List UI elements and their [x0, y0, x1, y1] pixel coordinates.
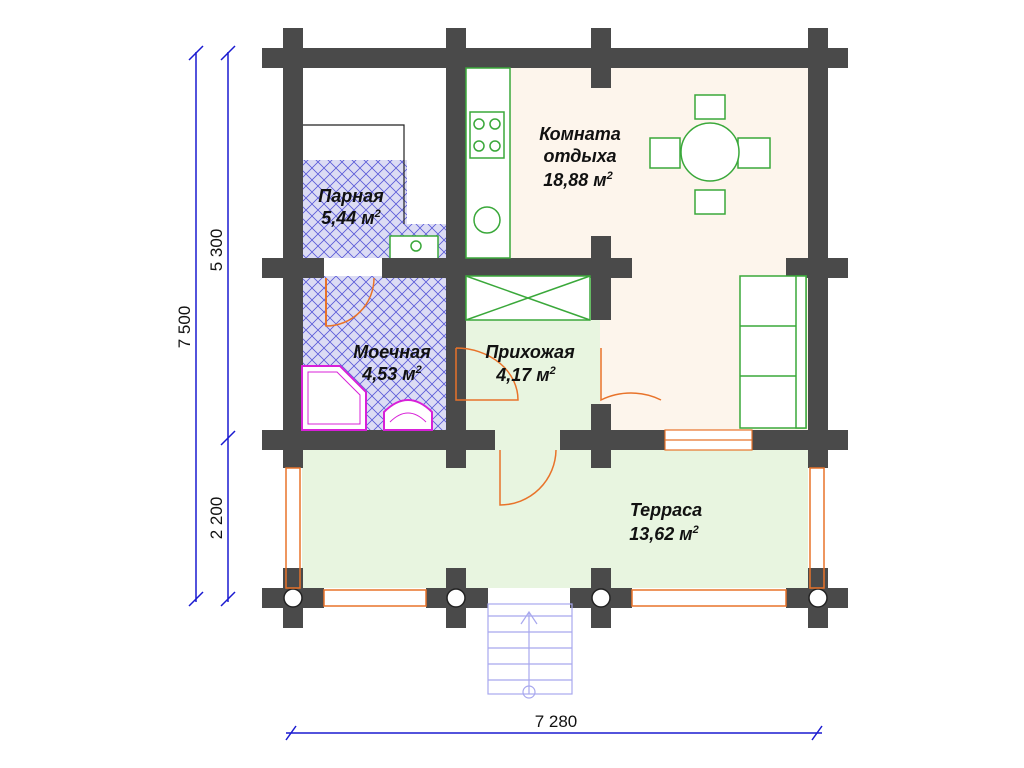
post-icon: [283, 588, 303, 608]
sofa: [739, 275, 807, 429]
steam-room-label: Парная: [318, 186, 384, 206]
dim-lower-height: 2 200: [207, 497, 226, 540]
dining-table: [649, 94, 771, 215]
hall-area: 4,17 м2: [495, 365, 555, 385]
post-icon: [591, 588, 611, 608]
terrace-floor: [302, 450, 808, 588]
post-icon: [808, 588, 828, 608]
rest-room-area: 18,88 м2: [543, 170, 613, 190]
rest-room-label-line1: Комната: [539, 124, 621, 144]
dimension-lines: [188, 45, 823, 741]
hall-passage-floor: [495, 430, 560, 450]
window: [664, 429, 753, 451]
terrace-label: Терраса: [630, 500, 702, 520]
dim-total-width: 7 280: [535, 712, 578, 731]
kitchen-counter: [465, 67, 511, 259]
dim-upper-height: 5 300: [207, 229, 226, 272]
washbasin: [383, 399, 433, 431]
shower-tray: [301, 365, 367, 431]
walls: [262, 28, 848, 628]
stairs: [487, 603, 573, 699]
steam-bench: [302, 124, 405, 224]
terrace-railing: [285, 467, 825, 607]
rest-room-label-line2: отдыха: [543, 146, 616, 166]
terrace-area: 13,62 м2: [629, 524, 699, 544]
wash-room-area: 4,53 м2: [361, 364, 421, 384]
stove-knob-icon: [410, 240, 422, 252]
wardrobe: [465, 275, 591, 321]
doors: [325, 277, 662, 506]
dim-total-height: 7 500: [175, 306, 194, 349]
post-icon: [446, 588, 466, 608]
steam-room-area: 5,44 м2: [321, 208, 380, 228]
hall-label: Прихожая: [485, 342, 575, 362]
wash-room-label: Моечная: [353, 342, 431, 362]
